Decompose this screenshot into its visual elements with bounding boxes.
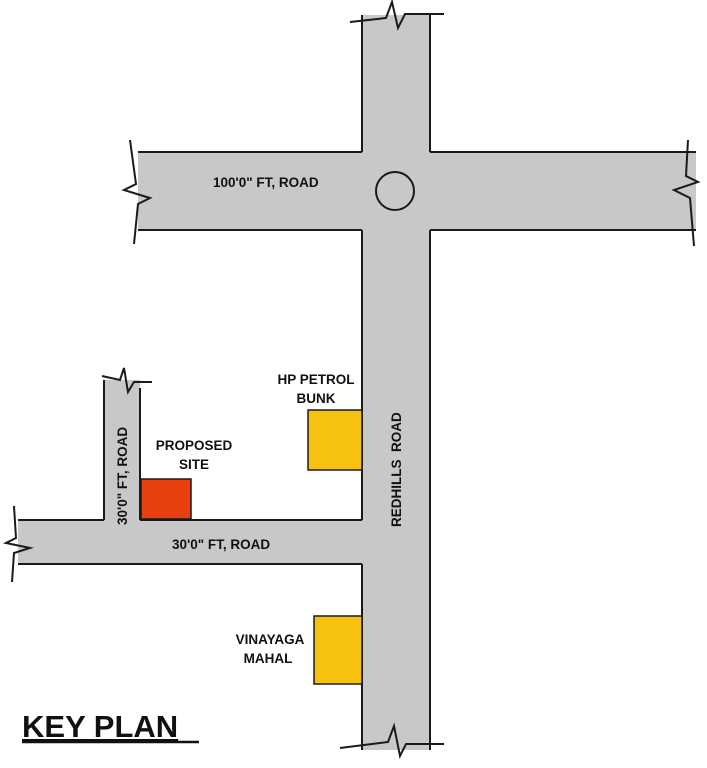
vinayaga-mahal-label-line2: MAHAL xyxy=(244,651,293,666)
main-road-label: 100'0" FT, ROAD xyxy=(213,175,319,190)
break-symbols xyxy=(2,0,701,760)
break-small-vertical xyxy=(101,367,152,395)
break-bottom xyxy=(339,722,444,760)
hp-petrol-bunk-marker xyxy=(307,409,363,471)
small-vertical-road xyxy=(104,380,140,522)
break-top xyxy=(349,0,444,31)
roundabout-circle xyxy=(375,171,415,211)
petrol-bunk-label-line1: HP PETROL xyxy=(277,372,354,387)
vinayaga-mahal-marker xyxy=(313,615,363,685)
key-plan-title: KEY PLAN xyxy=(22,709,178,744)
proposed-site-label-line2: SITE xyxy=(179,457,209,472)
proposed-site-marker xyxy=(140,478,192,520)
road-edges xyxy=(18,15,696,750)
break-right-main xyxy=(671,139,701,247)
lower-road-label: 30'0" FT, ROAD xyxy=(172,537,270,552)
road-network xyxy=(18,15,696,750)
break-left-main xyxy=(121,139,153,245)
proposed-site-label-line1: PROPOSED xyxy=(156,438,233,453)
petrol-bunk-label-line2: BUNK xyxy=(297,391,336,406)
break-left-lower xyxy=(2,505,34,583)
vinayaga-mahal-label-line1: VINAYAGA xyxy=(236,632,305,647)
redhills-road-label: REDHILLS ROAD xyxy=(389,412,404,527)
small-vertical-road-label: 30'0" FT, ROAD xyxy=(115,427,130,525)
main-horizontal-road xyxy=(138,152,696,230)
lower-horizontal-road xyxy=(18,520,364,564)
redhills-road xyxy=(362,15,430,750)
